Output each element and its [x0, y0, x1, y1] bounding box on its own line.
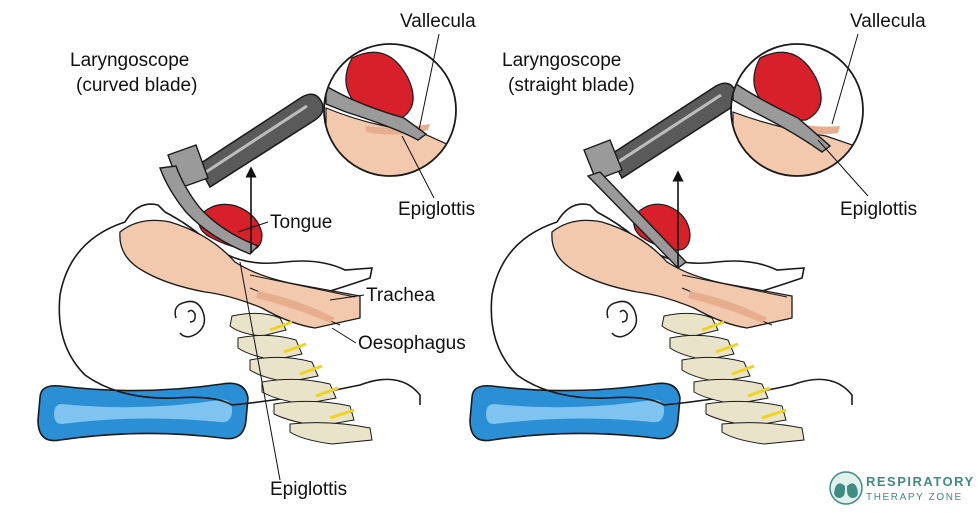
epiglottis-bottom-leader [239, 261, 281, 481]
oesophagus-leader [331, 327, 357, 344]
epiglottis-inset-leader [817, 139, 869, 197]
epiglottis-inset-leader [401, 135, 435, 199]
left-scope-label-line2: (curved blade) [76, 75, 197, 96]
cervical-spine [661, 312, 805, 445]
ear-icon [174, 300, 206, 338]
tongue-icon [633, 203, 691, 251]
inset-magnifier [730, 43, 864, 177]
right-scope-label-line1: Laryngoscope [502, 50, 621, 71]
pillow-icon [469, 382, 681, 442]
trachea-leader [329, 294, 365, 301]
laryngoscope-icon [583, 82, 738, 269]
trachea-label: Trachea [366, 285, 435, 306]
right-vallecula-label: Vallecula [850, 11, 926, 32]
airway [119, 219, 361, 329]
inset-magnifier [323, 43, 457, 177]
left-epiglottis-bottom-label: Epiglottis [270, 479, 347, 500]
right-panel: Laryngoscope (straight blade) Vallecula … [469, 11, 926, 445]
laryngoscope-icon [159, 93, 324, 255]
left-panel: Laryngoscope (curved blade) Vallecula Ep… [37, 11, 476, 500]
tongue-label: Tongue [270, 212, 332, 233]
right-scope-label-line2: (straight blade) [508, 75, 635, 96]
ear-icon [606, 300, 638, 338]
head-outline [58, 203, 421, 406]
right-epiglottis-inset-label: Epiglottis [840, 199, 917, 220]
vallecula-leader [418, 33, 440, 131]
head-outline [490, 203, 853, 406]
airway [551, 219, 793, 329]
tongue-leader [237, 221, 269, 233]
logo-line2: THERAPY ZONE [866, 492, 963, 503]
tongue-icon [198, 203, 263, 251]
left-scope-label-line1: Laryngoscope [70, 50, 189, 71]
vallecula-leader [831, 33, 859, 125]
left-vallecula-label: Vallecula [400, 11, 476, 32]
logo-line1: RESPIRATORY [866, 474, 975, 489]
oesophagus-label: Oesophagus [358, 333, 466, 354]
cervical-spine [229, 312, 373, 445]
pillow-icon [37, 382, 249, 442]
left-epiglottis-inset-label: Epiglottis [398, 199, 475, 220]
brand-logo: RESPIRATORY THERAPY ZONE [829, 471, 975, 505]
lungs-icon [829, 471, 863, 505]
